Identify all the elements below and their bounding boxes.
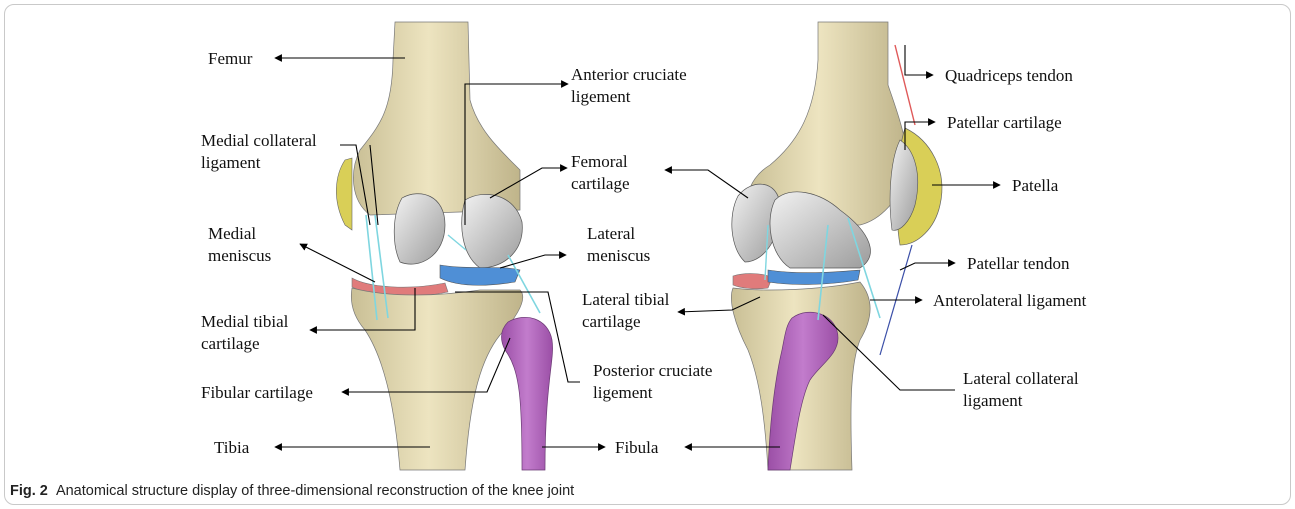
label-fibula: Fibula <box>615 437 658 458</box>
label-lateral-collateral-line1: Lateral collateral <box>963 368 1079 389</box>
label-patellar-cartilage: Patellar cartilage <box>947 112 1062 133</box>
left-knee-model <box>336 22 552 470</box>
label-medial-tibial-line2: cartilage <box>201 333 260 354</box>
left-lateral-condyle <box>462 194 523 268</box>
caption-number: Fig. 2 <box>10 483 48 499</box>
left-lateral-meniscus <box>440 265 520 285</box>
right-medial-meniscus <box>733 274 772 289</box>
label-patella: Patella <box>1012 175 1058 196</box>
label-quadriceps-tendon: Quadriceps tendon <box>945 65 1073 86</box>
right-lateral-meniscus <box>768 270 860 284</box>
label-medial-tibial-line1: Medial tibial <box>201 311 288 332</box>
label-medial-meniscus-line1: Medial <box>208 223 256 244</box>
label-femur: Femur <box>208 48 252 69</box>
label-femoral-cartilage-line2: cartilage <box>571 173 630 194</box>
label-femoral-cartilage-line1: Femoral <box>571 151 628 172</box>
label-lateral-tibial-line1: Lateral tibial <box>582 289 669 310</box>
label-fibular-cartilage: Fibular cartilage <box>201 382 313 403</box>
figure-caption: Fig. 2 Anatomical structure display of t… <box>10 483 574 499</box>
label-anterolateral-ligament: Anterolateral ligament <box>933 290 1086 311</box>
label-anterior-cruciate-line1: Anterior cruciate <box>571 64 687 85</box>
label-medial-meniscus-line2: meniscus <box>208 245 271 266</box>
label-tibia: Tibia <box>214 437 249 458</box>
label-posterior-cruciate-line1: Posterior cruciate <box>593 360 712 381</box>
label-medial-collateral-line2: ligament <box>201 152 260 173</box>
left-patella-rim <box>336 158 352 230</box>
label-lateral-meniscus-line2: meniscus <box>587 245 650 266</box>
label-medial-collateral-line1: Medial collateral <box>201 130 317 151</box>
label-patellar-tendon: Patellar tendon <box>967 253 1069 274</box>
label-lateral-tibial-line2: cartilage <box>582 311 641 332</box>
label-anterior-cruciate-line2: ligement <box>571 86 630 107</box>
left-medial-condyle <box>394 194 445 264</box>
right-knee-model <box>731 22 942 470</box>
label-posterior-cruciate-line2: ligement <box>593 382 652 403</box>
caption-text: Anatomical structure display of three-di… <box>56 483 574 499</box>
left-femur <box>353 22 520 215</box>
label-lateral-meniscus-line1: Lateral <box>587 223 635 244</box>
label-lateral-collateral-line2: ligament <box>963 390 1022 411</box>
